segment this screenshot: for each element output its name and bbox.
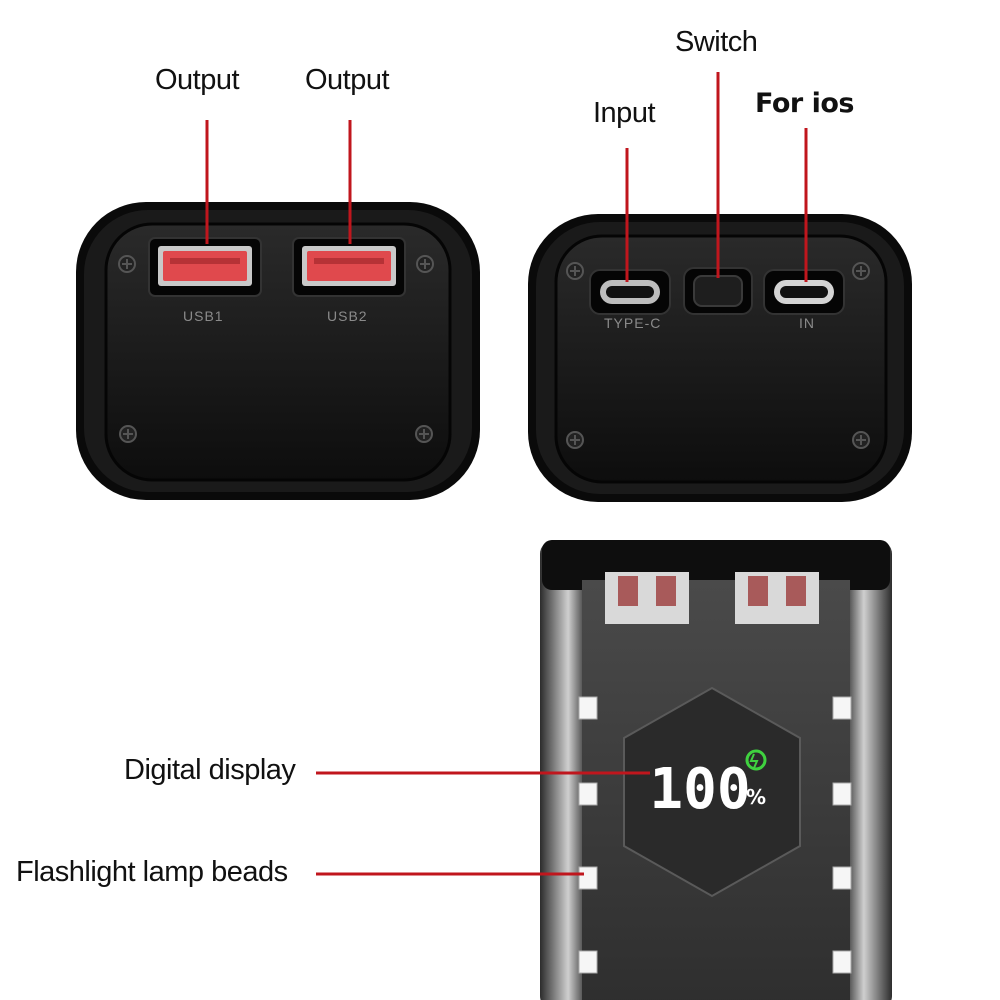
screw-icon xyxy=(416,255,434,273)
powerbank-body xyxy=(540,540,892,1000)
screw-icon xyxy=(119,425,137,443)
led-bead xyxy=(578,950,598,974)
screw-icon xyxy=(118,255,136,273)
screw-icon xyxy=(566,262,584,280)
led-bead xyxy=(578,782,598,806)
usb2-port xyxy=(292,237,406,297)
screw-icon xyxy=(415,425,433,443)
usb1-port xyxy=(148,237,262,297)
led-bead xyxy=(832,782,852,806)
led-bead xyxy=(832,950,852,974)
led-beads xyxy=(578,696,852,974)
led-bead xyxy=(578,866,598,890)
port-label-in: IN xyxy=(799,315,815,331)
callout-flashlight: Flashlight lamp beads xyxy=(16,856,288,888)
type-c-port xyxy=(589,269,671,315)
led-bead xyxy=(832,696,852,720)
usb-port-top-right xyxy=(735,572,819,624)
charging-indicator-icon xyxy=(745,749,767,771)
usb-port-top-left xyxy=(605,572,689,624)
left-face-panel xyxy=(76,202,480,500)
port-label-usb1: USB1 xyxy=(183,308,224,324)
port-label-type-c: TYPE-C xyxy=(604,315,662,331)
switch-button xyxy=(683,267,753,315)
leader-lines xyxy=(205,72,808,876)
display-hexagon xyxy=(623,686,801,898)
screw-icon xyxy=(566,431,584,449)
callout-for-ios: For ios xyxy=(755,88,855,119)
callout-input: Input xyxy=(593,97,656,129)
right-face-panel xyxy=(528,214,912,502)
led-bead xyxy=(578,696,598,720)
screw-icon xyxy=(852,431,870,449)
callout-output-1: Output xyxy=(155,64,240,96)
lightning-port xyxy=(763,269,845,315)
display-value: 100 xyxy=(649,757,750,822)
led-bead xyxy=(832,866,852,890)
callout-output-2: Output xyxy=(305,64,390,96)
callout-switch: Switch xyxy=(675,26,758,58)
callout-digital-display: Digital display xyxy=(124,754,296,786)
display-unit: % xyxy=(746,785,766,809)
port-label-usb2: USB2 xyxy=(327,308,368,324)
screw-icon xyxy=(852,262,870,280)
